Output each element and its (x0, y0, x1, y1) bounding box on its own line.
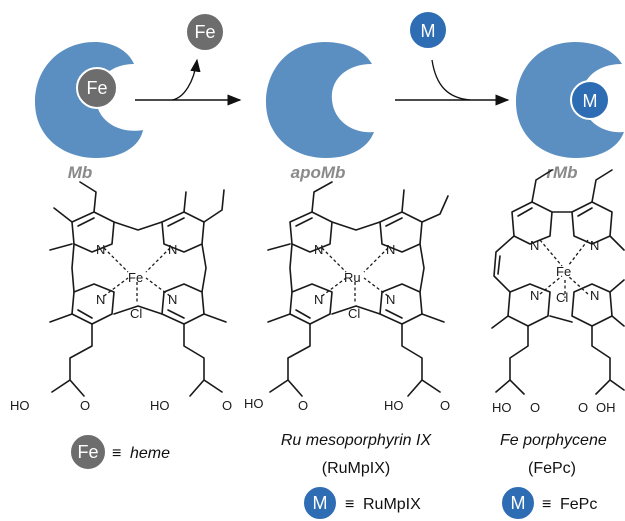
rumpix-abbr: (RuMpIX) (322, 460, 390, 477)
rumpix-caption-metal: M (313, 493, 328, 513)
rmb-metal-label: M (583, 91, 598, 111)
heme-caption-metal: Fe (77, 442, 98, 462)
fepc-n1: N (530, 238, 539, 253)
rumpix-acid-right-o: O (440, 398, 450, 413)
heme-n2: N (168, 242, 177, 257)
rumpix-metal: Ru (344, 270, 361, 285)
m-sphere-rmb (570, 80, 610, 120)
rumpix-n4: N (386, 292, 395, 307)
rmb-protein: M (516, 42, 624, 158)
rumpix-caption-text: RuMpIX (363, 496, 421, 513)
heme-acid-right-ho: HO (150, 398, 170, 413)
fepc-structure: N N N N Fe Cl HO O O OH (491, 169, 625, 415)
heme-caption-equiv: ≡ (112, 445, 121, 462)
apomb-label: apoMb (291, 163, 346, 182)
heme-acid-left-o: O (80, 398, 90, 413)
heme-acid-left-ho: HO (10, 398, 30, 413)
fepc-caption-m-sphere (500, 485, 536, 521)
apomb-protein (266, 42, 374, 158)
heme-metal: Fe (128, 270, 143, 285)
rumpix-axial: Cl (348, 306, 360, 321)
fe-sphere-leaving (185, 12, 225, 52)
fepc-acid-right-oh: OH (596, 400, 616, 415)
arrow-insert-m: M (395, 10, 510, 106)
rumpix-structure: N N N N Ru Cl HO O HO O (244, 181, 450, 413)
mb-metal-label: Fe (86, 78, 107, 98)
fepc-caption: M ≡ FePc (500, 485, 597, 521)
rumpix-n2: N (386, 242, 395, 257)
mb-label: Mb (68, 163, 93, 182)
heme-structure: N N N N Fe Cl HO O HO O (10, 181, 232, 413)
arrow1-metal-label: Fe (194, 22, 215, 42)
arrow-remove-fe: Fe (135, 12, 242, 106)
fepc-n4: N (590, 288, 599, 303)
rmb-label: rMb (546, 163, 577, 182)
mb-protein: Fe (35, 42, 143, 158)
heme-caption-fe-sphere (69, 433, 107, 471)
fepc-caption-text: FePc (560, 496, 597, 513)
arrow2-metal-label: M (421, 21, 436, 41)
fepc-caption-metal: M (511, 493, 526, 513)
rumpix-acid-left-o: O (298, 398, 308, 413)
heme-n4: N (168, 292, 177, 307)
fepc-n2: N (590, 238, 599, 253)
fepc-name: Fe porphycene (500, 432, 607, 449)
rumpix-caption-m-sphere (302, 485, 338, 521)
heme-n3: N (96, 292, 105, 307)
heme-caption: Fe ≡ heme (69, 433, 170, 471)
m-sphere-entering (408, 10, 448, 50)
rumpix-n1: N (314, 242, 323, 257)
fepc-n3: N (530, 288, 539, 303)
heme-acid-right-o: O (222, 398, 232, 413)
heme-axial: Cl (130, 306, 142, 321)
fepc-axial: Cl (556, 290, 568, 305)
rumpix-name: Ru mesoporphyrin IX (281, 432, 433, 449)
heme-n1: N (96, 242, 105, 257)
rumpix-acid-right-ho: HO (384, 398, 404, 413)
fepc-acid-right-o: O (578, 400, 588, 415)
heme-caption-text: heme (130, 445, 170, 462)
fepc-abbr: (FePc) (528, 460, 576, 477)
fepc-acid-left-o: O (530, 400, 540, 415)
fepc-acid-left-ho: HO (492, 400, 512, 415)
rumpix-n3: N (314, 292, 323, 307)
fe-sphere-mb (76, 67, 118, 109)
rumpix-caption: M ≡ RuMpIX (302, 485, 421, 521)
fepc-caption-equiv: ≡ (542, 496, 551, 513)
rumpix-caption-equiv: ≡ (345, 496, 354, 513)
rumpix-acid-left-ho: HO (244, 396, 264, 411)
fepc-metal: Fe (556, 264, 571, 279)
